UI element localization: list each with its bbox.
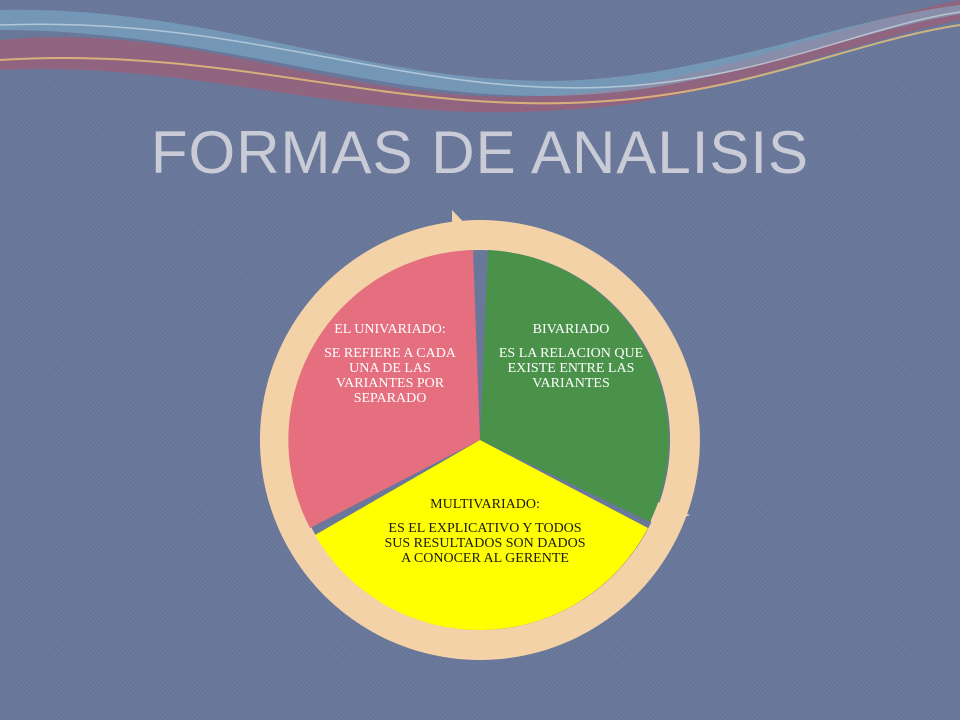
segment-multivariado-text: MULTIVARIADO: ES EL EXPLICATIVO Y TODOS … <box>380 497 590 566</box>
segment-multivariado-heading: MULTIVARIADO: <box>430 497 540 512</box>
segment-bivariado-text: BIVARIADO ES LA RELACION QUE EXISTE ENTR… <box>496 322 646 391</box>
decorative-swoosh <box>0 0 960 113</box>
slide-title: FORMAS DE ANALISIS <box>150 119 810 186</box>
segment-univariado-heading: EL UNIVARIADO: <box>334 322 446 337</box>
segment-bivariado <box>480 250 669 522</box>
segment-univariado <box>288 250 480 528</box>
cycle-arrow-right-icon <box>648 498 690 530</box>
segment-univariado-text: EL UNIVARIADO: SE REFIERE A CADA UNA DE … <box>320 322 460 406</box>
segment-bivariado-heading: BIVARIADO <box>532 322 610 337</box>
cycle-arrow-top-icon <box>452 210 478 262</box>
segment-multivariado-body: ES EL EXPLICATIVO Y TODOS SUS RESULTADOS… <box>384 521 586 566</box>
segment-univariado-body: SE REFIERE A CADA UNA DE LAS VARIANTES P… <box>324 346 456 406</box>
segment-bivariado-body: ES LA RELACION QUE EXISTE ENTRE LAS VARI… <box>498 346 644 391</box>
segment-multivariado <box>315 440 648 631</box>
